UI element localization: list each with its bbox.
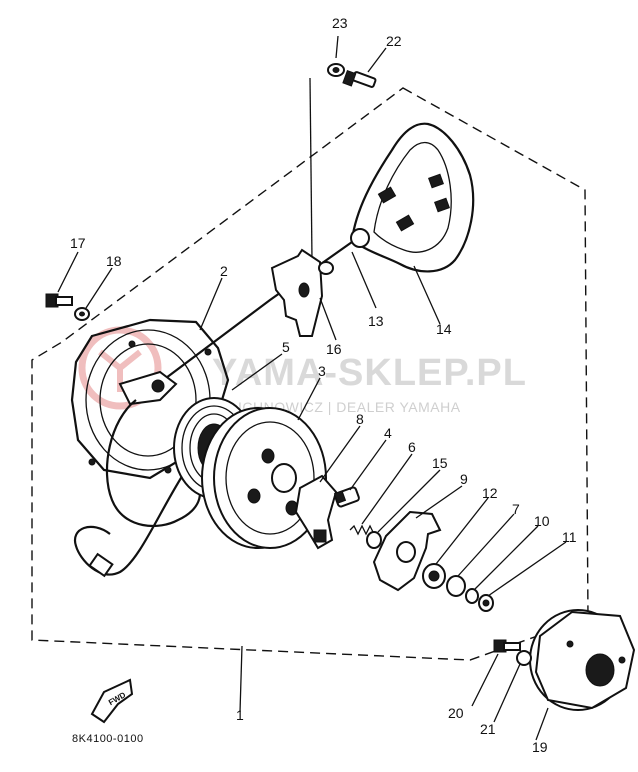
washer-7 bbox=[446, 575, 466, 597]
callout-9: 9 bbox=[460, 471, 468, 487]
washer-23 bbox=[327, 63, 345, 77]
bolt-17 bbox=[45, 293, 73, 308]
callout-4: 4 bbox=[384, 425, 392, 441]
spring-6 bbox=[349, 524, 375, 536]
callout-3: 3 bbox=[318, 363, 326, 379]
guide-line-22 bbox=[309, 77, 313, 261]
fwd-arrow-icon: FWD bbox=[90, 678, 134, 724]
washer-15 bbox=[366, 531, 382, 549]
callout-11: 11 bbox=[562, 529, 577, 545]
callout-20: 20 bbox=[448, 705, 464, 721]
callout-14: 14 bbox=[436, 321, 452, 337]
callout-7: 7 bbox=[512, 501, 520, 517]
callout-19: 19 bbox=[532, 739, 548, 755]
bolt-20 bbox=[493, 639, 521, 653]
plate-9 bbox=[372, 510, 442, 592]
callout-13: 13 bbox=[368, 313, 384, 329]
washer-21 bbox=[516, 650, 532, 666]
rope-guide-16 bbox=[270, 248, 334, 337]
wire-connector bbox=[88, 552, 114, 578]
callout-12: 12 bbox=[482, 485, 498, 501]
callout-6: 6 bbox=[408, 439, 416, 455]
watermark-subtext: ICHNOWICZ | DEALER YAMAHA bbox=[238, 399, 461, 415]
callout-17: 17 bbox=[70, 235, 86, 251]
callout-18: 18 bbox=[106, 253, 122, 269]
washer-10 bbox=[465, 588, 479, 604]
callout-numbers: 23 22 17 18 2 16 13 14 5 3 8 4 6 15 9 12… bbox=[70, 15, 577, 755]
assembly-boundary bbox=[31, 87, 589, 661]
callout-23: 23 bbox=[332, 15, 348, 31]
callout-21: 21 bbox=[480, 721, 496, 737]
washer-18 bbox=[74, 307, 90, 321]
starter-handle-14 bbox=[350, 122, 475, 273]
leader-lines bbox=[57, 35, 567, 741]
callout-22: 22 bbox=[386, 33, 402, 49]
callout-10: 10 bbox=[534, 513, 550, 529]
callout-15: 15 bbox=[432, 455, 448, 471]
diagram-code: 8K4100-0100 bbox=[72, 733, 144, 745]
watermark-text: YAMA-SKLEP.PL bbox=[212, 352, 527, 394]
callout-16: 16 bbox=[326, 341, 342, 357]
starter-case-2 bbox=[70, 318, 230, 480]
callout-8: 8 bbox=[356, 411, 364, 427]
callout-5: 5 bbox=[282, 339, 290, 355]
pin-4 bbox=[333, 486, 360, 508]
callout-1: 1 bbox=[236, 707, 244, 723]
watermark-logo bbox=[78, 326, 162, 410]
starter-cup-19 bbox=[529, 609, 636, 711]
bolt-22 bbox=[342, 70, 377, 88]
nut-11 bbox=[478, 594, 494, 612]
ratchet-8 bbox=[294, 474, 338, 550]
callout-2: 2 bbox=[220, 263, 228, 279]
washer-12 bbox=[422, 563, 446, 589]
